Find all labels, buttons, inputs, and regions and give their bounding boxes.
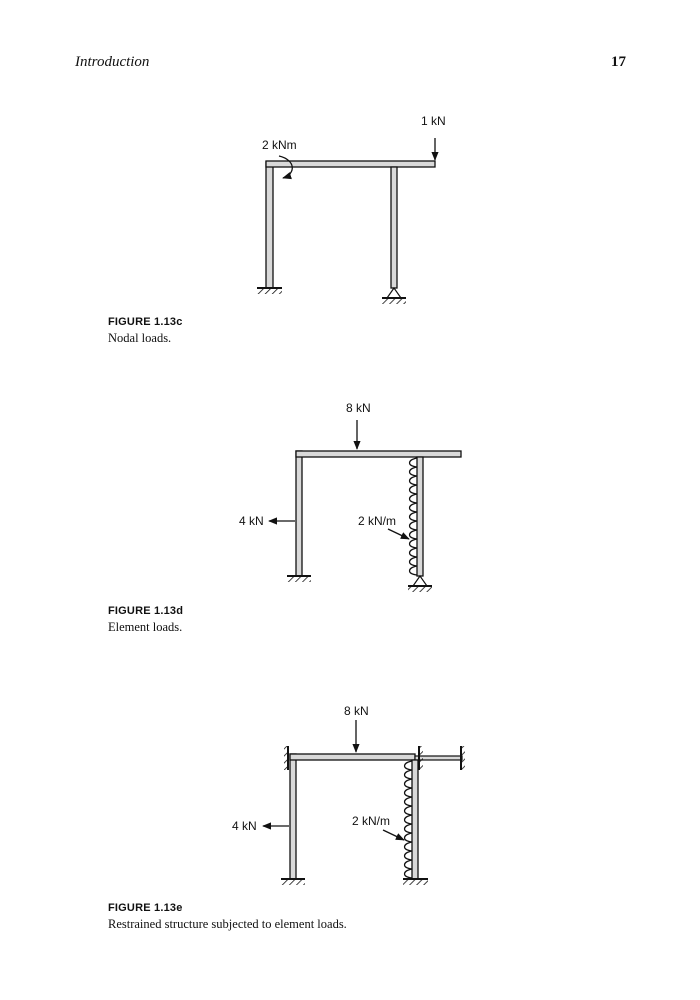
figure-label: FIGURE 1.13d [108, 605, 184, 617]
fixed-support-icon [403, 878, 428, 885]
point-load-label: 1 kN [421, 114, 446, 128]
distributed-load-icon [403, 760, 413, 879]
pin-support-icon [382, 286, 406, 304]
top-beam [289, 753, 416, 761]
moment-load-label: 2 kNm [262, 138, 297, 152]
figure-caption: Element loads. [108, 620, 183, 634]
right-column [390, 166, 398, 289]
right-column [411, 759, 419, 880]
pin-support-icon [408, 574, 432, 592]
top-beam [295, 450, 462, 458]
fixed-support-icon [281, 878, 305, 885]
left-column [295, 450, 303, 577]
clamp-restraint-icon [418, 746, 423, 770]
clamp-restraint-icon [460, 746, 465, 770]
frame-diagram-c: 2 kNm 1 kN [257, 114, 446, 304]
vertical-load-label: 8 kN [344, 704, 369, 718]
figure-caption: Restrained structure subjected to elemen… [108, 917, 347, 931]
figure-label: FIGURE 1.13c [108, 316, 183, 328]
left-column [289, 753, 297, 880]
distributed-load-arrow-icon [387, 528, 410, 540]
clamp-restraint-icon [284, 746, 289, 770]
frame-diagram-e: 8 kN 4 kN 2 kN/m [232, 704, 465, 885]
top-beam [265, 160, 436, 168]
horizontal-load-label: 4 kN [239, 514, 264, 528]
distributed-load-arrow-icon [382, 829, 405, 841]
vertical-load-label: 8 kN [346, 401, 371, 415]
running-title: Introduction [75, 54, 150, 70]
fixed-support-icon [257, 287, 282, 294]
horizontal-load-label: 4 kN [232, 819, 257, 833]
figure-caption: Nodal loads. [108, 331, 172, 345]
right-column [416, 456, 424, 577]
distributed-load-label: 2 kN/m [358, 514, 396, 528]
page-number: 17 [611, 54, 626, 70]
figure-label: FIGURE 1.13e [108, 902, 183, 914]
frame-diagram-d: 8 kN 4 kN 2 kN/m [239, 401, 462, 592]
fixed-support-icon [287, 575, 311, 582]
moment-arrow-icon [278, 155, 293, 180]
distributed-load-label: 2 kN/m [352, 814, 390, 828]
distributed-load-icon [408, 457, 418, 576]
left-column [265, 161, 274, 289]
